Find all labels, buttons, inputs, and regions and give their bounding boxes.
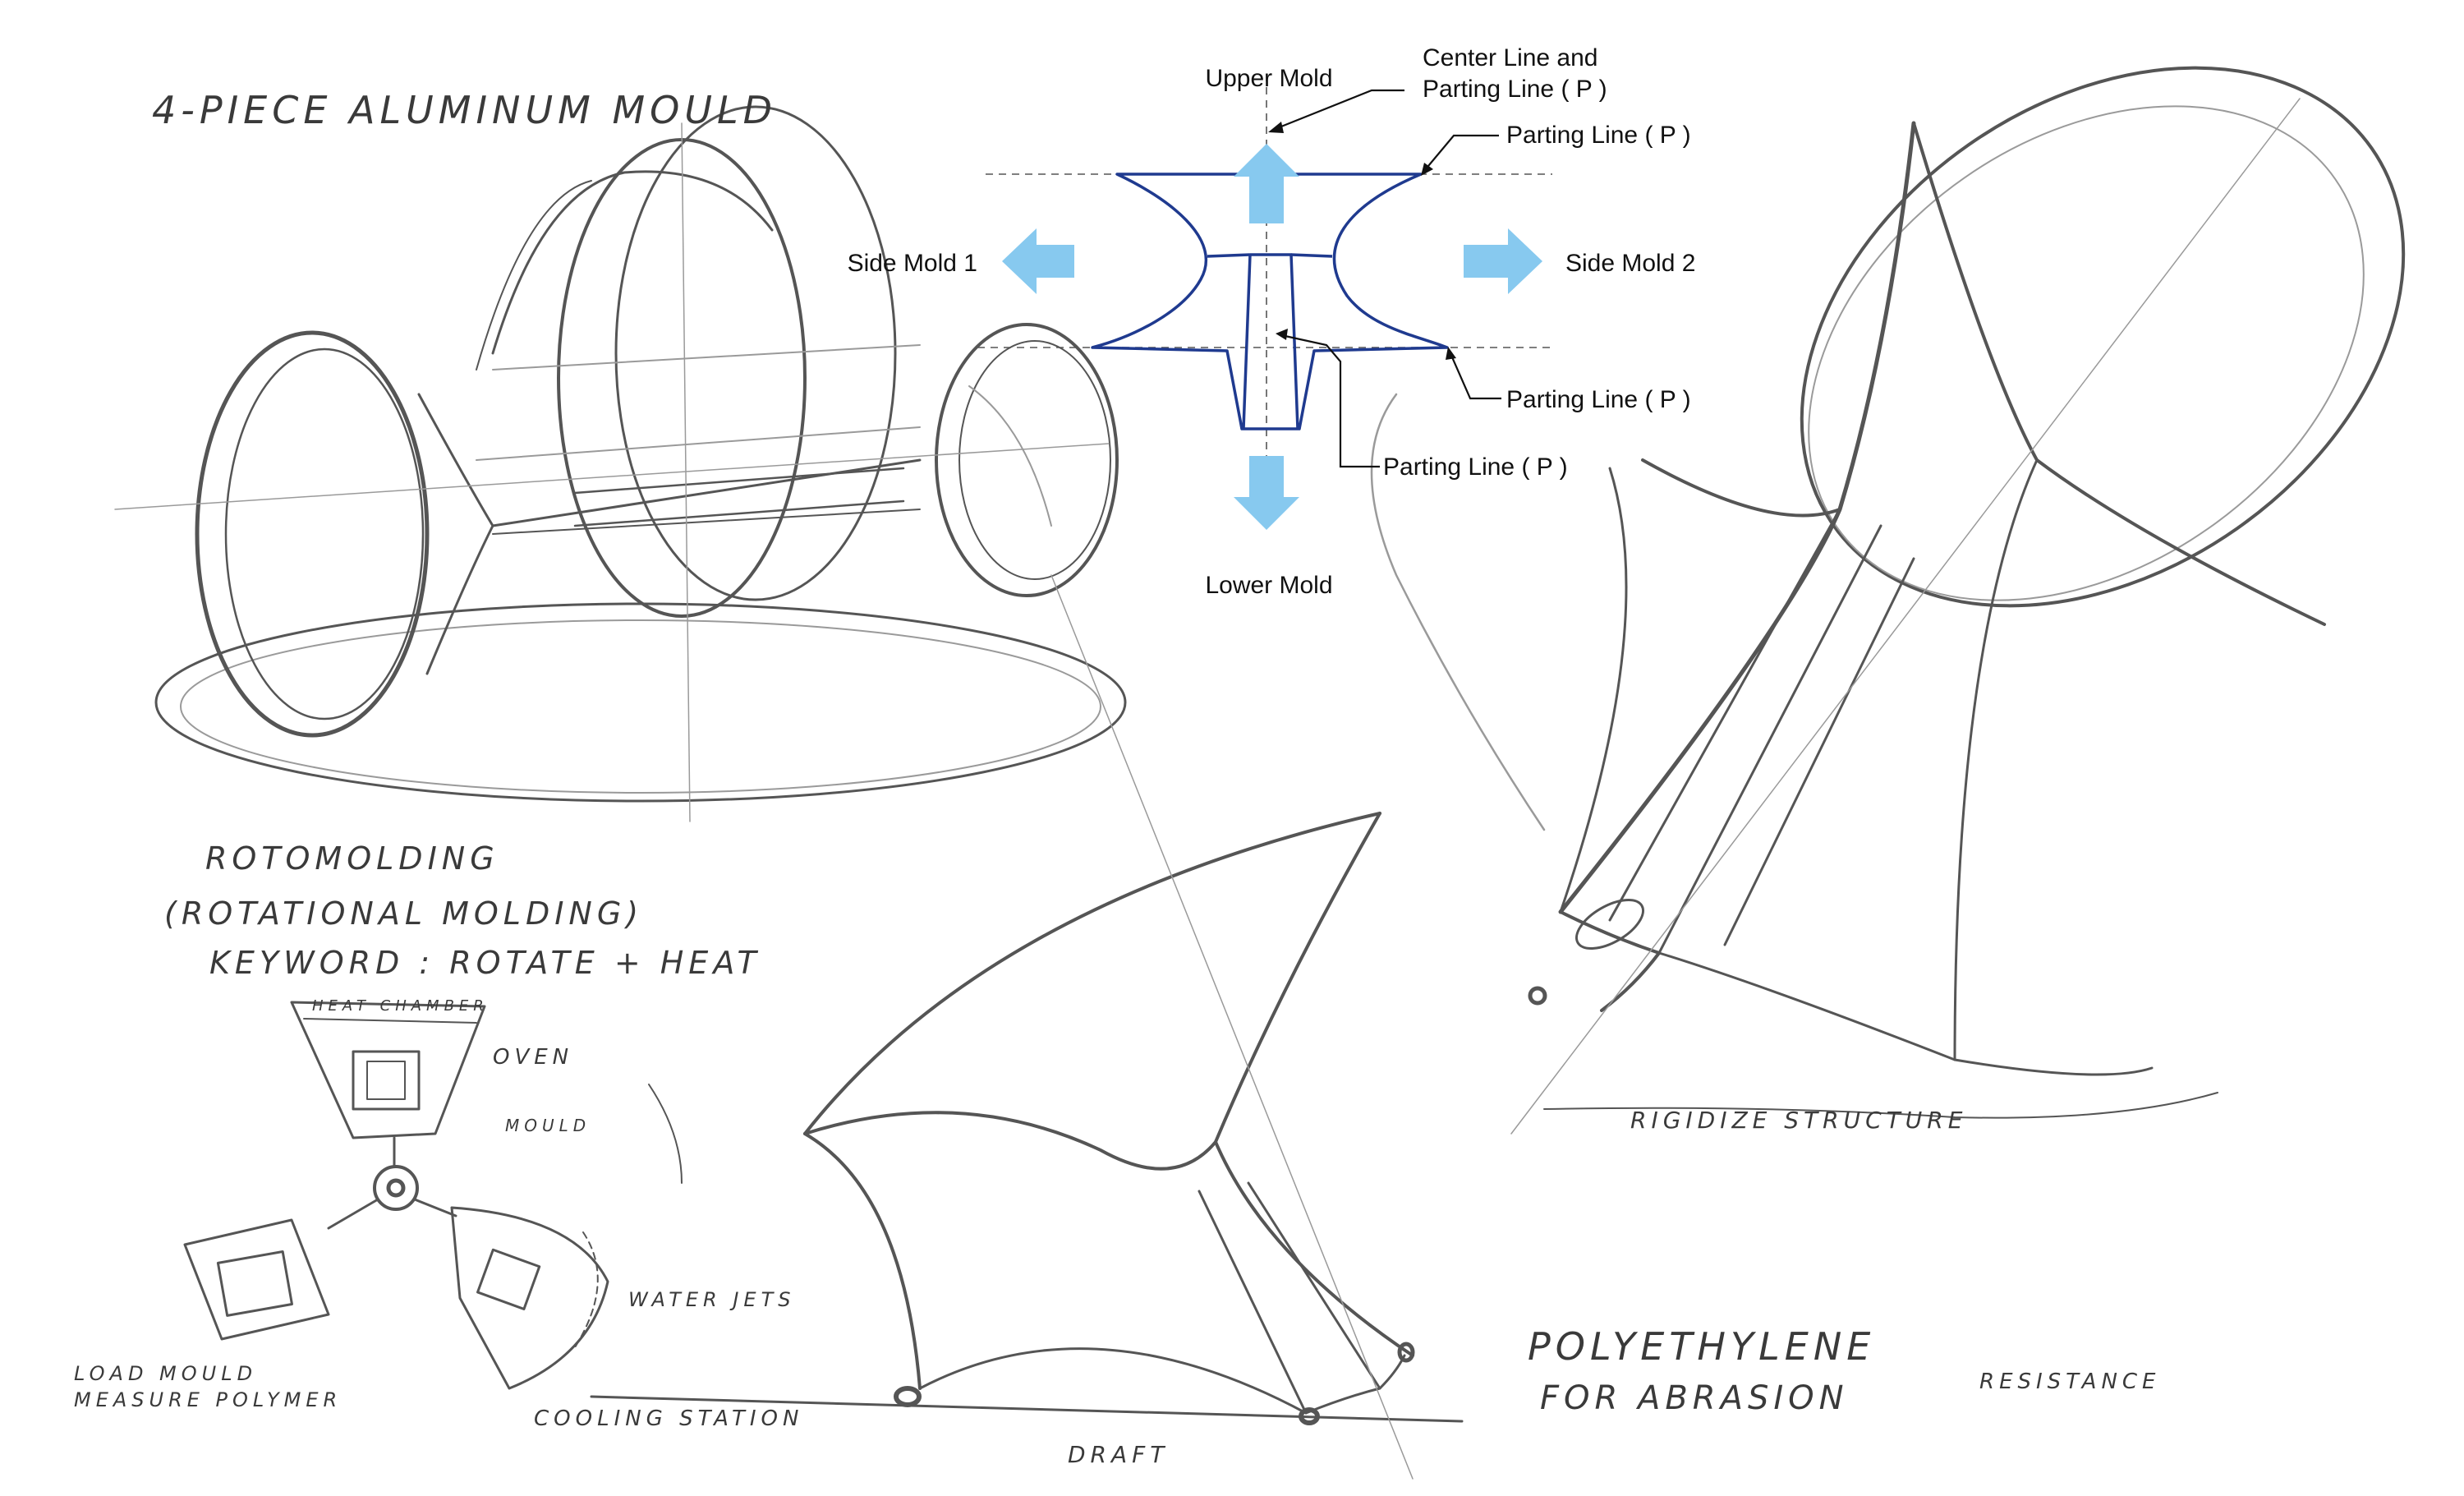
- mold-outline: [1091, 173, 1449, 430]
- parting-line-top-right-label: Parting Line ( P ): [1506, 122, 1691, 149]
- center-line-leader-head: [1268, 122, 1284, 133]
- center-line-leader: [1272, 89, 1404, 131]
- heat-chamber-note: HEAT CHAMBER: [312, 997, 489, 1015]
- side-mold-1-label: Side Mold 1: [848, 250, 977, 277]
- load-mould-note: LOAD MOULD: [74, 1362, 257, 1385]
- rotational-molding-note: (ROTATIONAL MOLDING): [164, 895, 643, 932]
- upper-mold-arrow: [1234, 144, 1299, 223]
- rigidize-note: RIGIDIZE STRUCTURE: [1630, 1107, 1967, 1134]
- polyethylene-note: POLYETHYLENE: [1528, 1324, 1875, 1369]
- handwritten-notes: 4-PIECE ALUMINUM MOULD ROTOMOLDING (ROTA…: [74, 88, 2160, 1468]
- funnel-side-sketch: [590, 574, 1464, 1480]
- center-line-label-line-2: Parting Line ( P ): [1423, 76, 1607, 103]
- funnel-perspective-sketch: [1370, 66, 2406, 1135]
- parting-line-top-leader: [1423, 134, 1499, 172]
- parting-line-mid-right-label: Parting Line ( P ): [1506, 386, 1691, 413]
- resistance-note: RESISTANCE: [1979, 1369, 2160, 1394]
- parting-line-top-leader-head: [1421, 163, 1433, 176]
- side-mold-2-arrow: [1464, 228, 1542, 294]
- draft-note: DRAFT: [1068, 1441, 1169, 1468]
- parting-line-center-leader: [1280, 334, 1380, 468]
- rotomolding-note: ROTOMOLDING: [205, 840, 499, 877]
- parting-line-center-leader-head: [1276, 329, 1288, 340]
- parting-line-mid-leader-head: [1446, 347, 1456, 360]
- title-note: 4-PIECE ALUMINUM MOULD: [152, 88, 777, 132]
- measure-polymer-note: MEASURE POLYMER: [74, 1388, 342, 1411]
- side-mold-2-label: Side Mold 2: [1565, 250, 1695, 277]
- parting-line-mid-leader: [1448, 351, 1501, 400]
- exploded-mould-sketch: [114, 105, 1127, 822]
- lower-mold-arrow: [1234, 456, 1299, 530]
- keyword-note: KEYWORD : ROTATE + HEAT: [209, 945, 761, 981]
- water-jets-note: WATER JETS: [628, 1288, 795, 1311]
- mold-parting-diagram: Upper Mold Lower Mold Side Mold 1 Side M…: [848, 44, 1696, 599]
- oven-note: OVEN: [493, 1045, 573, 1070]
- side-mold-1-arrow: [1002, 228, 1074, 294]
- mould-note: MOULD: [505, 1116, 591, 1135]
- rotomolding-process-sketch: [183, 1001, 683, 1390]
- mold-core-top: [1207, 253, 1333, 258]
- lower-mold-label: Lower Mold: [1205, 572, 1332, 599]
- cooling-station-note: COOLING STATION: [534, 1406, 803, 1431]
- center-line-label-line-1: Center Line and: [1423, 44, 1598, 71]
- parting-line-center-label: Parting Line ( P ): [1383, 453, 1568, 481]
- abrasion-note: FOR ABRASION: [1540, 1379, 1849, 1417]
- mold-core-lines: [1242, 253, 1299, 430]
- upper-mold-label: Upper Mold: [1205, 65, 1332, 92]
